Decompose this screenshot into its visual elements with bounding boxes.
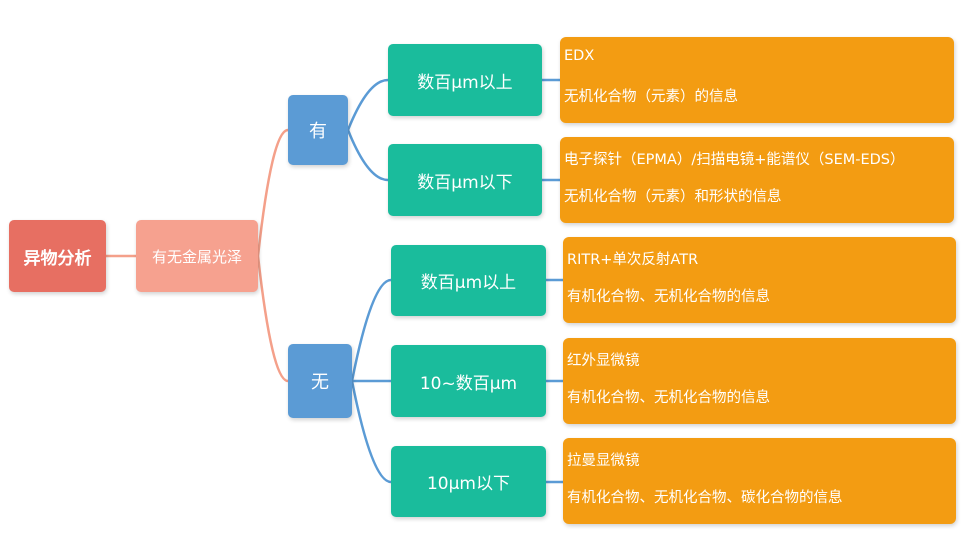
size-node-none-3: 10μm以下 <box>391 446 546 517</box>
size-node-none-1: 数百μm以上 <box>391 245 546 316</box>
no-luster-node: 无 <box>288 344 352 418</box>
info-box-none-2: 红外显微镜 有机化合物、无机化合物的信息 <box>563 338 956 424</box>
method-text: RITR+单次反射ATR <box>567 252 699 268</box>
has-luster-node: 有 <box>288 95 348 165</box>
connector-condition-none <box>256 255 289 383</box>
method-text: EDX <box>564 48 595 64</box>
info-text: 有机化合物、无机化合物的信息 <box>567 289 770 305</box>
info-box-has-2: 电子探针（EPMA）/扫描电镜+能谱仪（SEM-EDS） 无机化合物（元素）和形… <box>560 137 954 223</box>
root-node: 异物分析 <box>9 220 106 292</box>
info-text: 无机化合物（元素）的信息 <box>564 89 738 105</box>
info-text: 有机化合物、无机化合物、碳化合物的信息 <box>567 490 843 506</box>
method-text: 拉曼显微镜 <box>567 453 640 469</box>
info-box-has-1: EDX 无机化合物（元素）的信息 <box>560 37 954 123</box>
method-text: 电子探针（EPMA）/扫描电镜+能谱仪（SEM-EDS） <box>564 152 905 168</box>
size-node-has-2: 数百μm以下 <box>388 144 542 216</box>
size-node-none-2: 10~数百μm <box>391 345 546 417</box>
connector-none-size-1 <box>350 278 392 382</box>
method-text: 红外显微镜 <box>567 353 640 369</box>
connector-condition-has <box>256 128 289 257</box>
connector-has-size-2 <box>346 129 389 182</box>
connector-none-size-3 <box>350 380 392 484</box>
info-box-none-1: RITR+单次反射ATR 有机化合物、无机化合物的信息 <box>563 237 956 323</box>
connector-has-size-1 <box>346 78 389 131</box>
condition-node: 有无金属光泽 <box>136 220 258 292</box>
info-text: 无机化合物（元素）和形状的信息 <box>564 189 782 205</box>
info-box-none-3: 拉曼显微镜 有机化合物、无机化合物、碳化合物的信息 <box>563 438 956 524</box>
info-text: 有机化合物、无机化合物的信息 <box>567 390 770 406</box>
size-node-has-1: 数百μm以上 <box>388 44 542 116</box>
